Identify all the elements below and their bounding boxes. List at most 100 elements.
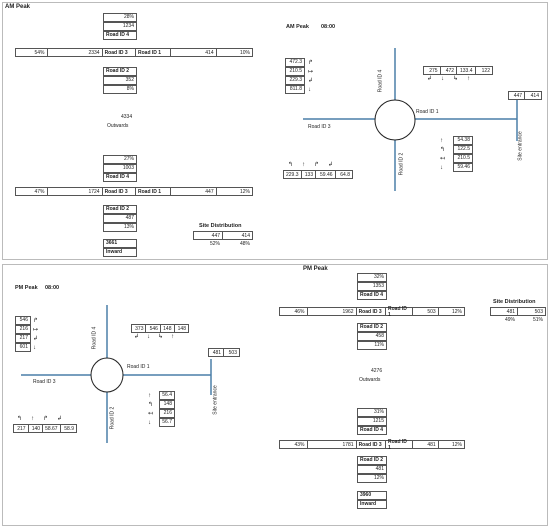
pm-in-total: 3960	[357, 491, 387, 500]
am-road2-label: Road ID 2	[398, 152, 405, 176]
am-out-east-row: Road ID 1 414 10%	[135, 48, 253, 57]
am-south-row: 229.3 133 59.46 64.8	[283, 170, 353, 179]
pm-road2-label: Road ID 2	[109, 406, 116, 430]
pm-north-3: 148	[161, 325, 175, 332]
pm-site-value-out: 503	[534, 308, 543, 315]
pm-east-1: 56.4	[159, 391, 175, 400]
am-in-total: 3661	[103, 239, 137, 248]
pm-site-pct-out: 51%	[533, 317, 544, 323]
am-peak-panel: AM Peak 28% 1234 Road ID 4 54% 2334 Road…	[2, 2, 548, 260]
am-in-north-road: Road ID 4	[103, 173, 137, 182]
pm-roundabout-circle	[90, 357, 124, 393]
am-west-3: 229.3	[285, 76, 305, 85]
pm-site-entrance-label: Site entrance	[212, 385, 219, 415]
am-in-west-value: 1724	[48, 188, 103, 195]
am-north-2: 472	[441, 67, 458, 74]
pm-south-row: 217 140 58.67 58.9	[13, 424, 77, 433]
am-site-title: Site Distribution	[199, 223, 242, 229]
am-out-north-road: Road ID 4	[103, 31, 137, 40]
pm-in-west-row: 43% 1781 Road ID 3	[279, 440, 387, 449]
am-title: AM Peak	[5, 4, 31, 10]
am-in-east-row: Road ID 1 447 12%	[135, 187, 253, 196]
am-roundabout-circle	[374, 99, 416, 141]
pm-out-north-road: Road ID 4	[357, 291, 387, 300]
am-in-west-road: Road ID 3	[104, 188, 128, 195]
pm-road1-label: Road ID 1	[127, 364, 150, 370]
pm-in-total-label: Inward	[357, 500, 387, 509]
am-in-east-road: Road ID 1	[136, 188, 172, 195]
pm-road3-label: Road ID 3	[33, 379, 56, 385]
pm-out-west-road: Road ID 3	[358, 308, 382, 315]
pm-west-1: 546	[15, 316, 31, 325]
pm-in-east-value: 481	[413, 441, 439, 448]
am-north-4: 122	[481, 67, 490, 74]
pm-in-west-value: 1781	[308, 441, 357, 448]
pm-in-south-pct: 12%	[357, 474, 387, 483]
am-in-west-pct: 47%	[16, 188, 48, 195]
am-north-3: 133.4	[457, 67, 476, 74]
pm-site-map-1: 481	[209, 349, 225, 356]
pm-west-3: 217	[15, 334, 31, 343]
am-north-arrows: ↲↓↳↑	[427, 76, 480, 82]
pm-out-west-value: 1962	[308, 308, 357, 315]
am-east-1: 54.38	[453, 136, 473, 145]
pm-out-total: 4276	[371, 368, 383, 374]
am-south-4: 64.8	[340, 171, 350, 178]
pm-map-time: 08:00	[45, 285, 60, 291]
pm-site-value-in: 481	[491, 308, 519, 315]
pm-in-north-pct: 31%	[357, 408, 387, 417]
pm-north-row: 373 546 148 148	[131, 324, 189, 333]
am-west-arrows: ↱↦↲↓	[308, 60, 314, 93]
am-site-row: 447 414	[193, 231, 253, 240]
pm-south-3: 58.67	[43, 425, 61, 432]
pm-out-south-pct: 11%	[357, 341, 387, 350]
pm-site-pct-in: 49%	[505, 317, 516, 323]
pm-in-north-value: 1215	[357, 417, 387, 426]
am-map-time: 08:00	[321, 24, 336, 30]
am-site-map-row: 447 414	[508, 91, 542, 100]
am-south-1: 229.3	[284, 171, 302, 178]
pm-north-4: 148	[177, 325, 186, 332]
am-roundabout-map	[303, 48, 518, 191]
am-out-south-road: Road ID 2	[103, 67, 137, 76]
am-out-east-value: 414	[171, 49, 217, 56]
pm-in-north-road: Road ID 4	[357, 426, 387, 435]
pm-north-2: 546	[146, 325, 161, 332]
am-in-north-pct: 27%	[103, 155, 137, 164]
pm-map-title: PM Peak	[15, 285, 38, 291]
pm-out-east-value: 503	[413, 308, 439, 315]
am-out-north-pct: 28%	[103, 13, 137, 22]
am-in-south-value: 487	[103, 214, 137, 223]
am-road4-label: Road ID 4	[377, 69, 384, 93]
am-in-east-pct: 12%	[240, 188, 251, 195]
pm-out-total-label: Outwards	[359, 377, 381, 383]
am-south-arrows: ↰↑↱↲	[288, 162, 343, 168]
am-site-entrance-label: Site entrance	[517, 131, 524, 161]
pm-north-1: 373	[132, 325, 147, 332]
am-in-total-label: Inward	[103, 248, 137, 257]
pm-road4-label: Road ID 4	[91, 326, 98, 350]
am-out-south-pct: 8%	[103, 85, 137, 94]
pm-out-north-pct: 32%	[357, 273, 387, 282]
am-out-west-pct: 54%	[16, 49, 48, 56]
pm-out-east-pct: 12%	[451, 308, 462, 315]
pm-peak-panel: PM Peak 08:00 Road ID 4 Road ID 1 Road I…	[2, 264, 548, 526]
pm-in-west-road: Road ID 3	[358, 441, 382, 448]
pm-out-east-row: Road ID 1 503 12%	[385, 306, 465, 318]
am-north-1: 275	[424, 67, 441, 74]
pm-west-4: 601	[15, 343, 31, 352]
pm-in-west-pct: 43%	[280, 441, 308, 448]
pm-out-south-value: 458	[357, 332, 387, 341]
am-in-north-value: 1003	[103, 164, 137, 173]
pm-roundabout-map	[21, 305, 212, 443]
am-south-2: 133	[302, 171, 317, 178]
am-road1-label: Road ID 1	[416, 109, 439, 115]
am-west-4: 811.8	[285, 85, 305, 94]
pm-west-2: 216	[15, 325, 31, 334]
am-out-west-value: 2334	[48, 49, 103, 56]
am-in-south-road: Road ID 2	[103, 205, 137, 214]
pm-out-south-road: Road ID 2	[357, 323, 387, 332]
pm-title: PM Peak	[303, 266, 328, 272]
pm-out-east-road: Road ID 1	[386, 306, 414, 318]
am-in-south-pct: 13%	[103, 223, 137, 232]
